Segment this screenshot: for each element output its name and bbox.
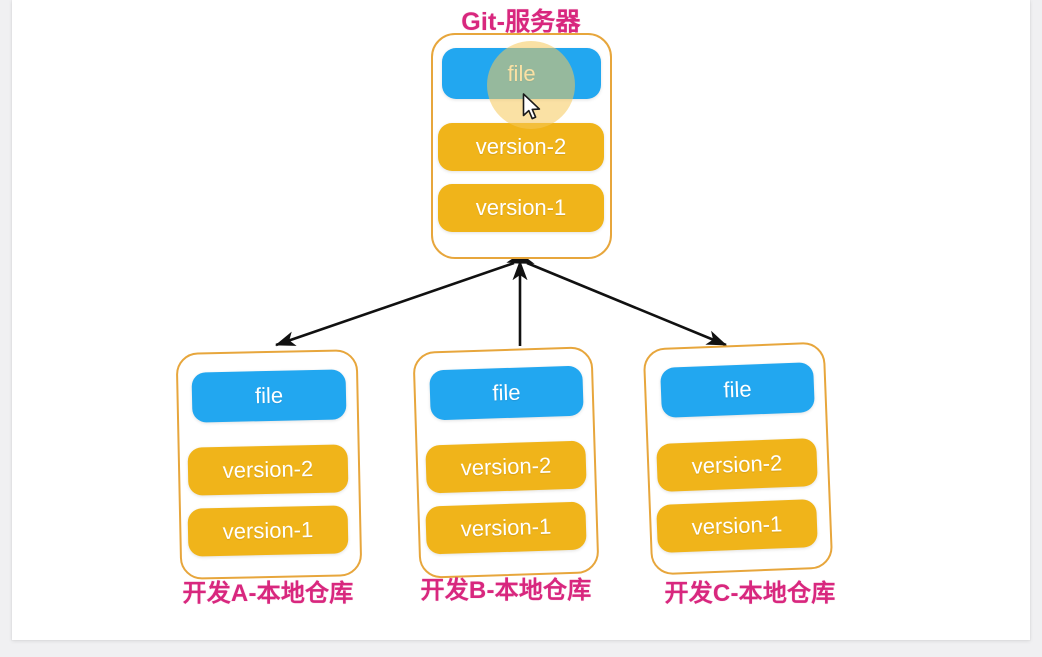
arrow-server-to-repo-c [506,248,727,347]
server-file-block[interactable]: file [442,48,601,99]
repo-b-version-2-block[interactable]: version-2 [425,440,587,494]
repo-b-title: 开发B-本地仓库 [420,577,592,604]
repo-c-title: 开发C-本地仓库 [664,580,836,607]
repo-a-version-2-block[interactable]: version-2 [187,444,349,496]
repo-a-file-block[interactable]: file [191,369,347,423]
server-title: Git-服务器 [461,8,581,36]
repo-a-version-1-block[interactable]: version-1 [187,505,349,557]
repo-c-version-1-block[interactable]: version-1 [656,498,818,554]
arrow-server-to-repo-a [275,249,535,347]
repo-b-file-block[interactable]: file [429,365,584,421]
server-version-1-block[interactable]: version-1 [438,184,604,232]
repo-c-file-block[interactable]: file [660,362,815,418]
repo-a-title: 开发A-本地仓库 [182,580,354,607]
repo-b-version-1-block[interactable]: version-1 [425,501,587,555]
repo-c-version-2-block[interactable]: version-2 [656,437,818,493]
server-version-2-block[interactable]: version-2 [438,123,604,171]
